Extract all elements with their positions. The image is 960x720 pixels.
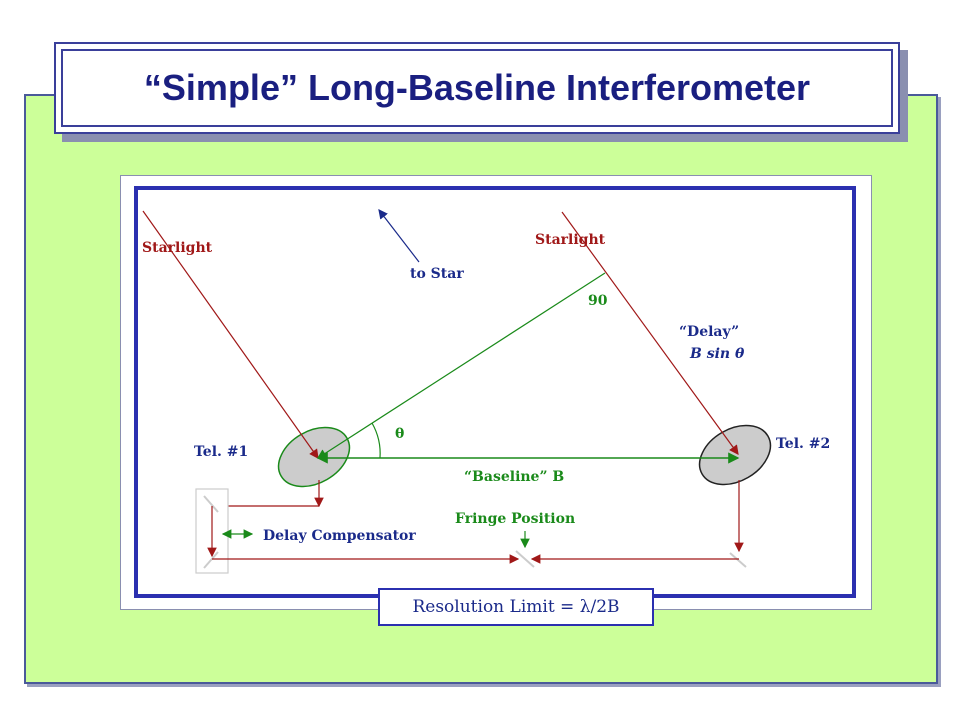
beam-combiner [515, 550, 535, 568]
starlight-ray-left [142, 210, 319, 459]
to-star-label: to Star [410, 266, 464, 282]
mirror-tel2 [729, 552, 747, 568]
starlight-left-label: Starlight [142, 240, 213, 256]
right-angle-label: 90 [588, 293, 608, 309]
delay-label: “Delay” [679, 324, 740, 340]
page-title: “Simple” Long-Baseline Interferometer [143, 67, 811, 108]
resolution-limit-box: Resolution Limit = λ/2B [378, 588, 654, 626]
delay-formula: B sin θ [690, 346, 745, 362]
tel1-label: Tel. #1 [194, 444, 249, 460]
wavefront-line [316, 272, 606, 459]
resolution-limit-text: Resolution Limit = λ/2B [412, 597, 620, 617]
delay-compensator-label: Delay Compensator [263, 528, 416, 544]
telescope-2-dish [698, 424, 772, 486]
theta-arc [371, 422, 381, 459]
fringe-position-label: Fringe Position [455, 511, 576, 527]
title-box: “Simple” Long-Baseline Interferometer [54, 42, 900, 134]
title-box-inner: “Simple” Long-Baseline Interferometer [61, 49, 893, 127]
tel2-label: Tel. #2 [776, 436, 831, 452]
telescope-1-dish [277, 426, 351, 488]
delay-mirror-top [203, 495, 219, 513]
to-star-arrow [378, 209, 420, 263]
starlight-right-label: Starlight [535, 232, 606, 248]
starlight-ray-right [561, 211, 739, 455]
baseline-label: “Baseline” B [464, 469, 565, 485]
theta-label: θ [395, 426, 405, 442]
diagram-frame [134, 186, 856, 598]
